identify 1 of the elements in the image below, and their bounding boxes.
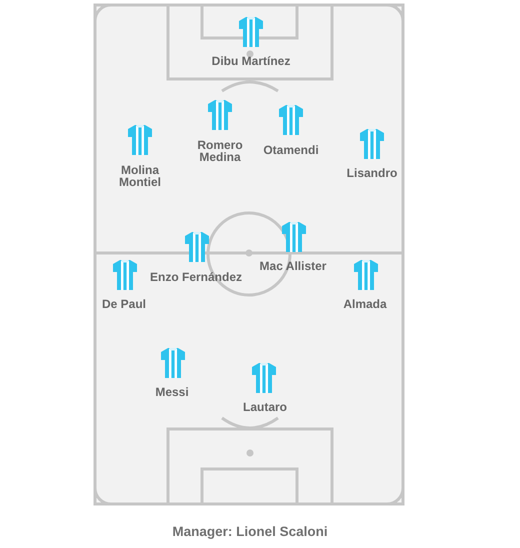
manager-caption: Manager: Lionel Scaloni bbox=[172, 524, 328, 540]
